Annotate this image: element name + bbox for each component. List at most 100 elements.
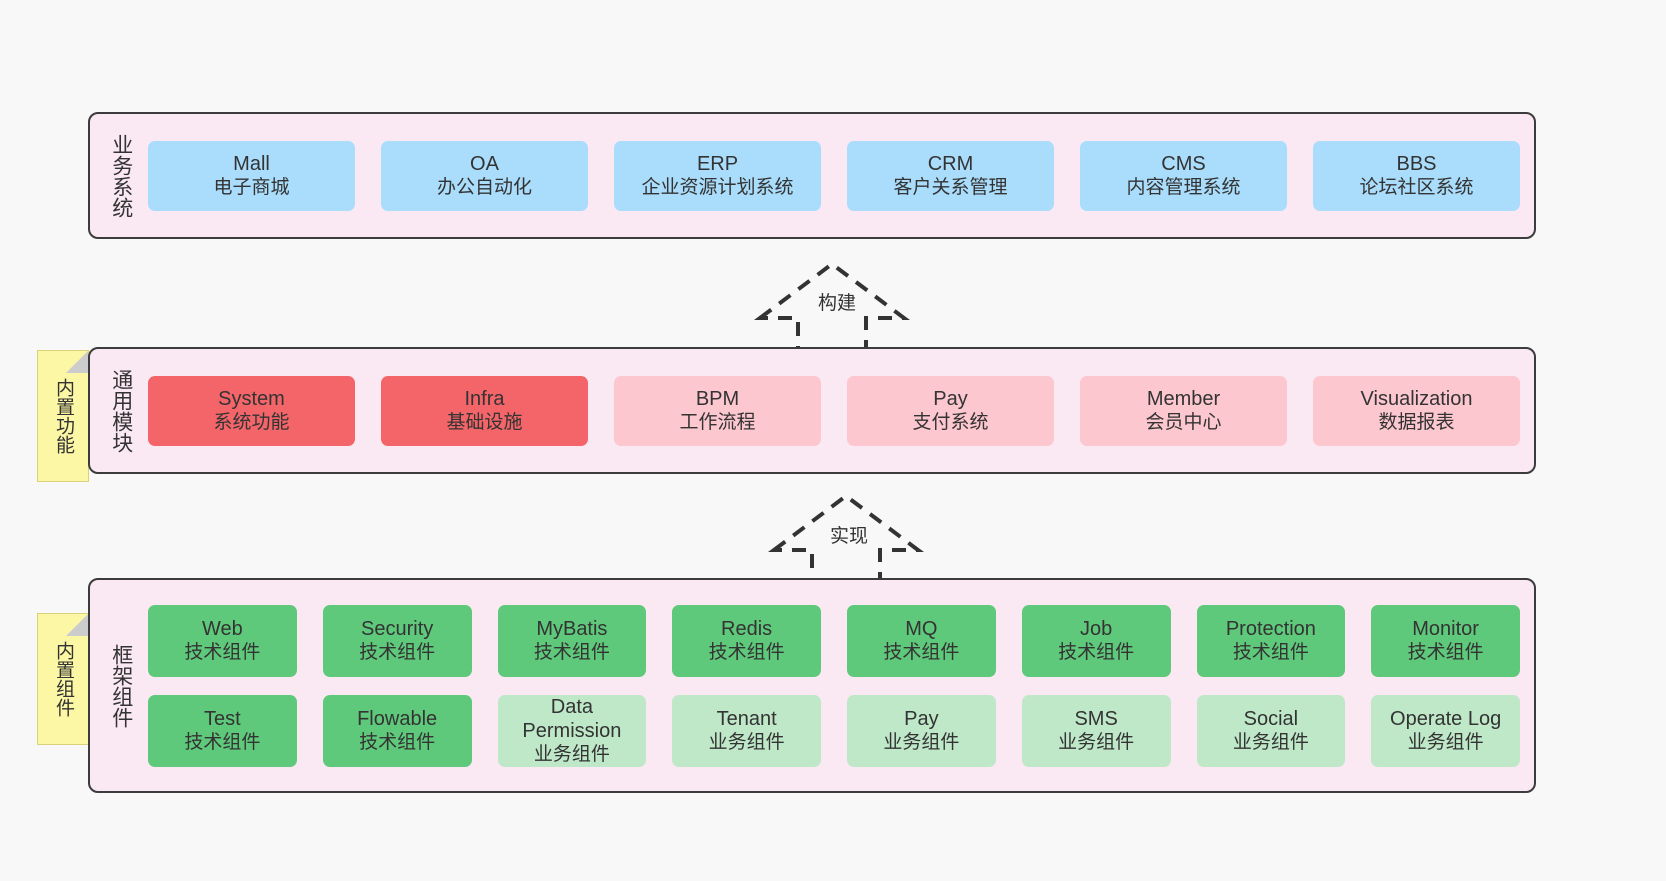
card-pay-component[interactable]: Pay 业务组件 — [847, 694, 996, 767]
card-title-en: BBS — [1396, 152, 1437, 175]
sticky-note-functions-label: 内置功能 — [53, 378, 75, 454]
card-title-cn: 技术组件 — [359, 732, 436, 754]
card-title-en: SMS — [1074, 707, 1118, 730]
card-infra[interactable]: Infra 基础设施 — [381, 375, 588, 446]
card-title-en: Security — [361, 617, 434, 640]
card-visualization[interactable]: Visualization 数据报表 — [1313, 375, 1520, 446]
card-title-en: Job — [1080, 617, 1113, 640]
card-title-en: Redis — [721, 617, 773, 640]
card-title-cn: 企业资源计划系统 — [641, 177, 794, 199]
card-title-cn: 工作流程 — [679, 412, 756, 434]
card-title-en: Member — [1146, 387, 1221, 410]
card-system[interactable]: System 系统功能 — [148, 375, 355, 446]
generalization-arrow-build — [754, 261, 910, 354]
card-flowable[interactable]: Flowable 技术组件 — [322, 694, 472, 767]
card-title-en: BPM — [695, 387, 740, 410]
card-title-en: OA — [470, 152, 499, 175]
card-oa[interactable]: OA 办公自动化 — [381, 140, 588, 211]
card-mq[interactable]: MQ 技术组件 — [847, 604, 996, 677]
card-title-cn: 技术组件 — [184, 642, 261, 664]
card-title-en: Pay — [933, 387, 968, 410]
sticky-note-builtin-components: 内置组件 — [37, 613, 89, 745]
card-title-cn: 业务组件 — [533, 744, 610, 766]
card-title-en: MQ — [905, 617, 938, 640]
card-title-cn: 业务组件 — [883, 732, 960, 754]
card-bbs[interactable]: BBS 论坛社区系统 — [1313, 140, 1520, 211]
card-row: System 系统功能 Infra 基础设施 BPM 工作流程 Pay 支付系统… — [148, 375, 1520, 446]
card-erp[interactable]: ERP 企业资源计划系统 — [614, 140, 821, 211]
layer-body-common-modules: System 系统功能 Infra 基础设施 BPM 工作流程 Pay 支付系统… — [138, 359, 1520, 462]
card-title-en: Protection — [1225, 617, 1316, 640]
card-title-en: Web — [201, 617, 243, 640]
card-title-en: Test — [204, 707, 241, 730]
card-bpm[interactable]: BPM 工作流程 — [614, 375, 821, 446]
card-title-cn: 会员中心 — [1145, 412, 1222, 434]
card-member[interactable]: Member 会员中心 — [1080, 375, 1287, 446]
card-title-en: Pay — [904, 707, 939, 730]
card-title-cn: 基础设施 — [446, 412, 523, 434]
card-title-cn: 办公自动化 — [436, 177, 532, 199]
layer-common-modules: 通用模块 System 系统功能 Infra 基础设施 BPM 工作流程 Pay… — [88, 347, 1536, 474]
card-title-cn: 数据报表 — [1378, 412, 1455, 434]
card-title-cn: 系统功能 — [213, 412, 290, 434]
card-title-cn: 内容管理系统 — [1126, 177, 1241, 199]
sticky-note-builtin-functions: 内置功能 — [37, 350, 89, 482]
card-row: Test 技术组件 Flowable 技术组件 Data Permission … — [148, 694, 1520, 767]
card-title-cn: 技术组件 — [1058, 642, 1135, 664]
layer-title-business-systems: 业务系统 — [109, 133, 133, 218]
card-crm[interactable]: CRM 客户关系管理 — [847, 140, 1054, 211]
card-title-en: CRM — [927, 152, 974, 175]
card-row: Web 技术组件 Security 技术组件 MyBatis 技术组件 Redi… — [148, 604, 1520, 677]
card-title-en: Visualization — [1360, 387, 1473, 410]
card-title-cn: 业务组件 — [1407, 732, 1484, 754]
card-pay-module[interactable]: Pay 支付系统 — [847, 375, 1054, 446]
card-title-en: System — [218, 387, 285, 410]
card-title-cn: 技术组件 — [708, 642, 785, 664]
card-sms[interactable]: SMS 业务组件 — [1021, 694, 1171, 767]
card-title-cn: 业务组件 — [1058, 732, 1135, 754]
card-web[interactable]: Web 技术组件 — [148, 604, 297, 677]
card-title-cn: 技术组件 — [883, 642, 960, 664]
card-protection[interactable]: Protection 技术组件 — [1196, 604, 1346, 677]
card-title-en: Data Permission — [522, 695, 622, 742]
card-title-cn: 客户关系管理 — [893, 177, 1008, 199]
card-title-cn: 技术组件 — [1232, 642, 1309, 664]
layer-body-framework-components: Web 技术组件 Security 技术组件 MyBatis 技术组件 Redi… — [138, 590, 1520, 781]
card-security[interactable]: Security 技术组件 — [322, 604, 472, 677]
layer-business-systems: 业务系统 Mall 电子商城 OA 办公自动化 ERP 企业资源计划系统 CRM… — [88, 112, 1536, 239]
card-monitor[interactable]: Monitor 技术组件 — [1371, 604, 1520, 677]
card-job[interactable]: Job 技术组件 — [1021, 604, 1171, 677]
arrow-label-build: 构建 — [816, 288, 859, 315]
layer-title-framework-components: 框架组件 — [109, 643, 133, 728]
arrow-outline-build — [754, 261, 910, 354]
card-title-en: Flowable — [357, 707, 438, 730]
card-row: Mall 电子商城 OA 办公自动化 ERP 企业资源计划系统 CRM 客户关系… — [148, 140, 1520, 211]
card-title-cn: 业务组件 — [1232, 732, 1309, 754]
card-mybatis[interactable]: MyBatis 技术组件 — [497, 604, 647, 677]
card-title-cn: 技术组件 — [1407, 642, 1484, 664]
card-redis[interactable]: Redis 技术组件 — [672, 604, 821, 677]
arrow-label-implement: 实现 — [828, 521, 871, 548]
card-title-en: Social — [1243, 707, 1299, 730]
card-title-cn: 技术组件 — [184, 732, 261, 754]
layer-title-common-modules: 通用模块 — [109, 368, 133, 453]
card-data-permission[interactable]: Data Permission 业务组件 — [497, 694, 647, 767]
card-cms[interactable]: CMS 内容管理系统 — [1080, 140, 1287, 211]
card-tenant[interactable]: Tenant 业务组件 — [672, 694, 821, 767]
card-title-cn: 技术组件 — [533, 642, 610, 664]
card-test[interactable]: Test 技术组件 — [148, 694, 297, 767]
card-operate-log[interactable]: Operate Log 业务组件 — [1371, 694, 1520, 767]
card-title-cn: 论坛社区系统 — [1359, 177, 1474, 199]
card-title-en: CMS — [1161, 152, 1206, 175]
card-mall[interactable]: Mall 电子商城 — [148, 140, 355, 211]
card-title-cn: 支付系统 — [912, 412, 989, 434]
card-social[interactable]: Social 业务组件 — [1196, 694, 1346, 767]
card-title-en: Tenant — [716, 707, 777, 730]
card-title-en: Operate Log — [1390, 707, 1502, 730]
card-title-cn: 业务组件 — [708, 732, 785, 754]
card-title-en: MyBatis — [536, 617, 608, 640]
layer-framework-components: 框架组件 Web 技术组件 Security 技术组件 MyBatis 技术组件… — [88, 578, 1536, 793]
card-title-en: ERP — [696, 152, 739, 175]
card-title-cn: 电子商城 — [213, 177, 290, 199]
